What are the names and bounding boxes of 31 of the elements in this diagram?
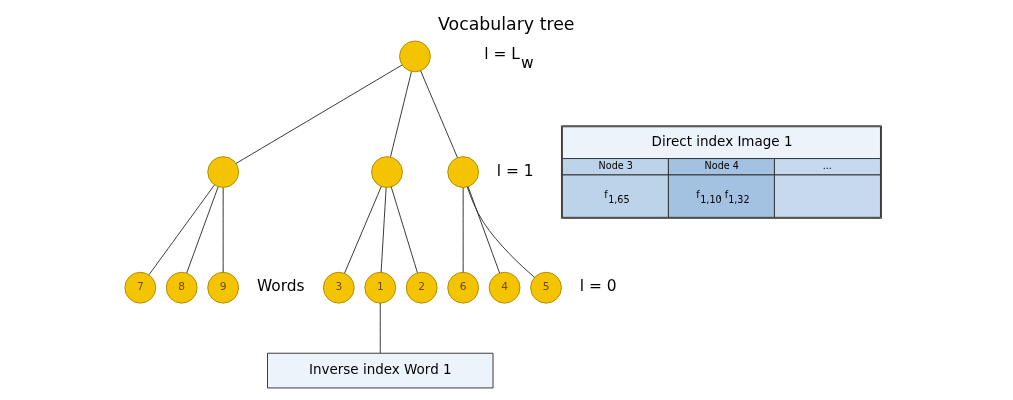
connector (389, 71, 412, 158)
node-circle: 4 (488, 271, 520, 304)
node-circle: 2 (405, 271, 438, 304)
node-circle: 9 (206, 271, 239, 304)
node-circle (446, 156, 479, 188)
connector (343, 186, 382, 274)
connector (467, 186, 500, 274)
node-circle: 5 (529, 271, 562, 304)
label: l = 0 (579, 277, 617, 296)
connector (148, 184, 215, 276)
node-circle: 3 (322, 271, 355, 304)
diagram-title: Vocabulary tree (437, 13, 575, 34)
label: Words (256, 277, 305, 296)
node-circle (206, 156, 239, 188)
connector (380, 187, 387, 273)
node-circle: 7 (123, 271, 156, 304)
connector (466, 186, 535, 278)
label: l = 1 (496, 161, 534, 180)
node-box: Inverse index Word 1 (266, 352, 493, 389)
node-circle (370, 156, 403, 188)
connector (379, 302, 381, 354)
node-circle (398, 40, 431, 73)
connector (185, 186, 219, 274)
connector (462, 187, 464, 273)
connector (419, 70, 458, 159)
node-circle: 8 (165, 271, 198, 304)
node-circle: 6 (446, 271, 479, 304)
connector (235, 64, 403, 164)
node-circle: 1 (363, 271, 396, 304)
connector (390, 186, 418, 274)
connector (222, 187, 224, 273)
